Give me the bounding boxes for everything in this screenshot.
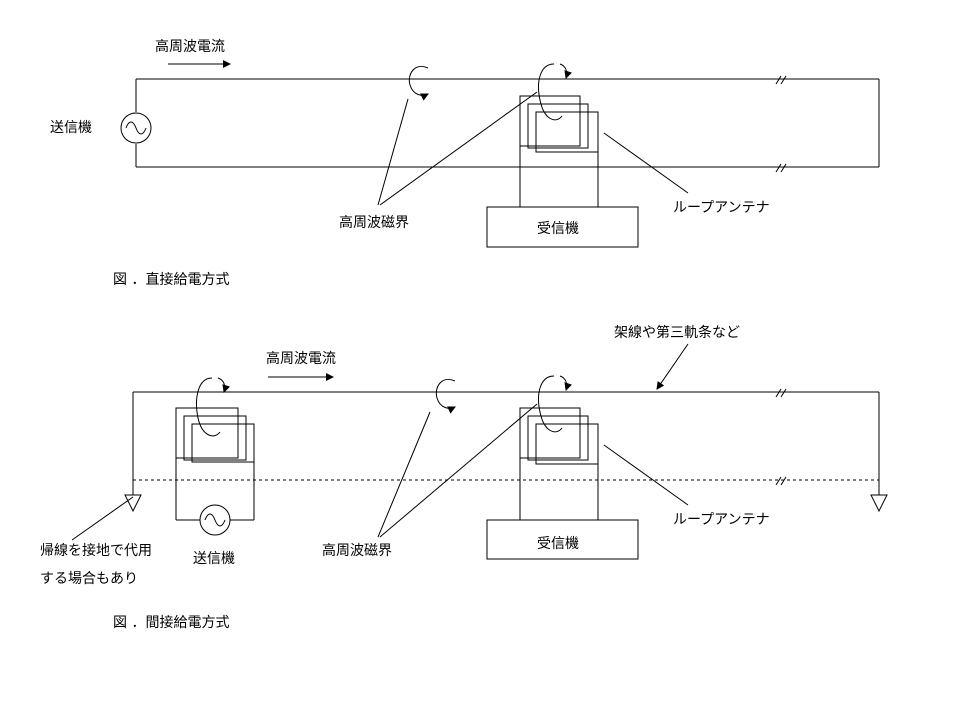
loop-antenna-icon xyxy=(519,95,599,207)
transmitter-label: 送信機 xyxy=(193,551,235,567)
ground-icon xyxy=(124,494,888,513)
receiver-label: 受信機 xyxy=(537,536,579,552)
leader-line xyxy=(603,132,689,194)
transmitter-label: 送信機 xyxy=(50,120,92,136)
diagram-indirect-feed xyxy=(132,391,880,495)
leader-line xyxy=(377,411,431,538)
magnetic-field-label: 高周波磁界 xyxy=(339,215,409,231)
figure-caption: 図 ．直接給電方式 xyxy=(113,272,230,288)
leader-line xyxy=(379,91,538,206)
loop-antenna-label: ループアンテナ xyxy=(673,200,770,216)
leader-line xyxy=(377,98,409,206)
field-loop-icon xyxy=(538,63,573,121)
diagram-direct-feed xyxy=(135,78,880,168)
ac-source-icon xyxy=(199,504,231,536)
receiver-box xyxy=(486,519,639,560)
receiver-label: 受信機 xyxy=(537,221,579,237)
return-note-line2: する場合もあり xyxy=(40,571,138,587)
field-loop-icon xyxy=(196,377,231,437)
overhead-label: 架線や第三軌条など xyxy=(614,325,740,341)
loop-antenna-label: ループアンテナ xyxy=(673,512,770,528)
magnetic-field-label: 高周波磁界 xyxy=(322,543,392,559)
current-label: 高周波電流 xyxy=(155,39,225,55)
leader-line xyxy=(71,496,134,541)
figure-caption: 図 ．間接給電方式 xyxy=(113,615,230,631)
return-note-line1: 帰線を接地で代用 xyxy=(40,543,152,559)
leader-line xyxy=(603,444,689,506)
current-label: 高周波電流 xyxy=(266,351,336,367)
field-loop-icon xyxy=(538,375,573,433)
loop-antenna-icon xyxy=(175,407,255,521)
ac-source-icon xyxy=(120,112,152,144)
field-loop-icon xyxy=(408,66,429,101)
break-mark-icon xyxy=(775,75,787,173)
overhead-leader-arrow xyxy=(656,343,689,390)
receiver-box xyxy=(486,206,639,248)
break-mark-icon xyxy=(775,388,787,486)
loop-antenna-icon xyxy=(519,407,599,520)
field-loop-icon xyxy=(435,379,456,414)
leader-line xyxy=(379,403,538,538)
